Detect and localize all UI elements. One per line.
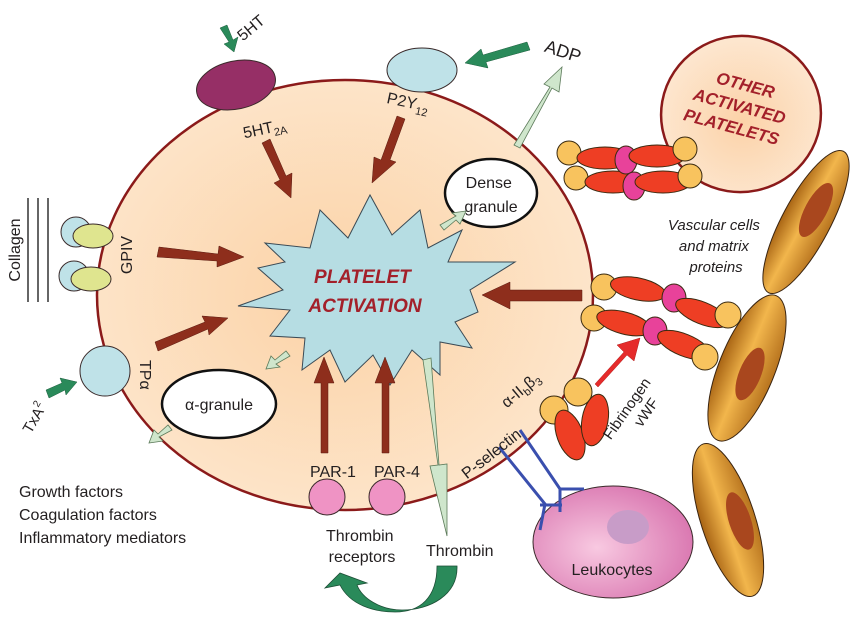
- fibrinogen-bridge-top: [556, 136, 703, 201]
- 5ht-agonist-label: 5HT: [235, 12, 269, 45]
- vascular-label: Vascular cells and matrix proteins: [668, 217, 764, 276]
- dense-release-arrow: [439, 210, 467, 231]
- txa2-arrow: [45, 377, 78, 399]
- vascular-cells: [691, 149, 850, 598]
- releasate-item: Coagulation factors: [19, 507, 157, 524]
- tp-signal-arrow: [154, 315, 229, 352]
- activation-label: PLATELET ACTIVATION: [307, 267, 423, 317]
- thrombin-feedback-arrow: [323, 565, 458, 613]
- 5ht2a-label: 5HT2A: [242, 116, 290, 145]
- gpiv-signal-arrow: [156, 245, 245, 268]
- pselectin-link: [497, 429, 584, 531]
- outside-in-signal-arrow: [481, 281, 583, 310]
- p2y12-receptor: [386, 47, 458, 93]
- tp-label: TPα: [136, 360, 153, 390]
- releasate-item: Inflammatory mediators: [19, 530, 186, 547]
- collagen-fibers: [27, 198, 49, 302]
- release-arrows: [148, 65, 563, 537]
- par4-signal-arrow: [374, 356, 396, 454]
- signal-arrows: [154, 115, 583, 454]
- releasate-list: Growth factors Coagulation factors Infla…: [19, 484, 186, 547]
- dense-granule-label: Dense granule: [464, 175, 517, 216]
- tp-receptor: [79, 345, 131, 397]
- adp-arrow: [464, 41, 531, 69]
- par4-label: PAR-4: [374, 464, 420, 481]
- alpha-granule-label: α-granule: [185, 397, 253, 414]
- collagen-label: Collagen: [7, 218, 24, 281]
- p2y12-signal-arrow: [371, 115, 406, 184]
- adp-release-arrow: [513, 65, 563, 149]
- binding-arrow: [594, 337, 641, 388]
- leukocyte: Leukocytes: [532, 485, 694, 599]
- fibrinogen-bridge-vascular: [580, 273, 742, 371]
- p2y12-label: P2Y12: [384, 90, 430, 119]
- thrombin-receptors-label: Thrombin receptors: [326, 528, 398, 566]
- par1-receptor: [308, 478, 346, 516]
- dense-granule: [443, 157, 539, 229]
- vascular-cell: [691, 442, 765, 598]
- releasate-item: Growth factors: [19, 484, 123, 501]
- adp-label: ADP: [542, 36, 583, 66]
- leukocytes-label: Leukocytes: [572, 562, 653, 579]
- thrombin-generation-arrow: [422, 357, 448, 537]
- 5ht-arrow: [219, 24, 239, 53]
- txa2-label: TxA2: [18, 399, 51, 437]
- par1-signal-arrow: [313, 356, 335, 454]
- gpiv-label: GPIV: [119, 236, 136, 275]
- 5ht2a-signal-arrow: [261, 138, 293, 199]
- activation-burst: [237, 193, 517, 386]
- alpha-secretion-arrow: [148, 424, 173, 444]
- alpha-release-arrow: [265, 350, 291, 370]
- ligand-label: Fibrinogen vWF: [600, 372, 672, 454]
- 5ht2a-receptor: [196, 59, 276, 111]
- gpiv-receptor: [58, 216, 114, 292]
- integrin-aiib-b3: [539, 377, 610, 461]
- par1-label: PAR-1: [310, 464, 356, 481]
- par4-receptor: [368, 478, 406, 516]
- alpha-granule: [160, 368, 278, 440]
- thrombin-label: Thrombin: [426, 543, 494, 560]
- other-activated-platelets: OTHER ACTIVATED PLATELETS: [659, 34, 823, 194]
